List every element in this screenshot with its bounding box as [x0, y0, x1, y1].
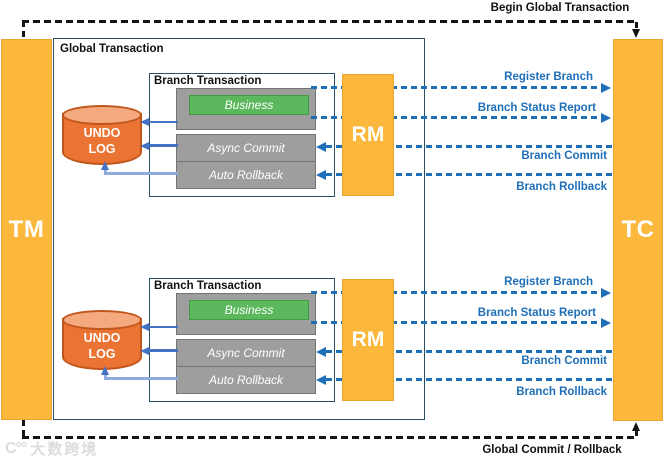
- register-branch-label: Register Branch: [504, 276, 593, 288]
- register-branch-arrowhead-icon: [601, 288, 611, 298]
- global-transaction-label: Global Transaction: [60, 43, 164, 55]
- rm-bar: RM: [342, 279, 394, 401]
- branch-rollback-label: Branch Rollback: [516, 386, 607, 398]
- top-flow-arrowhead-icon: [632, 29, 640, 38]
- register-branch-arrowhead-icon: [601, 83, 611, 93]
- top-flow-line-left: [22, 21, 25, 39]
- undo-log-cap: [62, 310, 142, 330]
- branch-rollback-label: Branch Rollback: [516, 181, 607, 193]
- register-branch-line: [311, 291, 602, 294]
- async-commit-box: Async Commit: [176, 134, 316, 162]
- register-branch-line: [311, 86, 602, 89]
- business-to-undolog-arrowhead-icon: [140, 323, 149, 331]
- global-transaction-box: [53, 38, 425, 420]
- begin-global-transaction-label: Begin Global Transaction: [490, 2, 630, 14]
- auto-rollback-box: Auto Rollback: [176, 161, 316, 189]
- branch-rollback-line: [326, 173, 612, 176]
- business-box: Business: [189, 95, 309, 115]
- branch-status-report-line: [311, 115, 602, 119]
- bottom-flow-line-right: [635, 430, 638, 438]
- branch-transaction-label: Branch Transaction: [154, 75, 262, 87]
- branch-rollback-line: [326, 378, 612, 381]
- bottom-flow-line-left: [22, 420, 25, 439]
- async-commit-box: Async Commit: [176, 339, 316, 367]
- branch-commit-line: [326, 350, 612, 353]
- top-flow-line-right: [635, 22, 638, 31]
- rm-bar: RM: [342, 74, 394, 196]
- branch-status-report-label: Branch Status Report: [477, 102, 596, 114]
- branch-status-report-label: Branch Status Report: [477, 307, 596, 319]
- business-to-undolog-arrowhead-icon: [140, 118, 149, 126]
- bottom-flow-line: [22, 436, 638, 439]
- autorollback-to-undolog-arrowhead-icon: [101, 366, 109, 375]
- branch-commit-label: Branch Commit: [521, 355, 607, 367]
- global-commit-rollback-label: Global Commit / Rollback: [482, 444, 622, 456]
- undo-log-label: UNDO LOG: [83, 331, 121, 361]
- undo-log-cylinder: UNDO LOG: [62, 310, 142, 370]
- branch-transaction-label: Branch Transaction: [154, 280, 262, 292]
- branch-transaction-box: [149, 73, 335, 197]
- autorollback-to-undolog-line-h: [104, 172, 178, 175]
- branch-status-report-arrowhead-icon: [601, 317, 611, 328]
- asynccommit-to-undolog-arrowhead-icon: [140, 141, 149, 150]
- autorollback-to-undolog-arrowhead-icon: [101, 161, 109, 170]
- branch-commit-arrowhead-icon: [316, 347, 326, 357]
- branch-status-report-line: [311, 320, 602, 324]
- tm-bar: TM: [1, 39, 52, 420]
- business-to-undolog-line: [147, 325, 178, 328]
- watermark-text: 大数跨境: [30, 441, 99, 458]
- branch-commit-arrowhead-icon: [316, 142, 326, 152]
- top-flow-line: [22, 20, 638, 23]
- tc-bar: TC: [613, 39, 663, 421]
- auto-rollback-box: Auto Rollback: [176, 366, 316, 394]
- asynccommit-to-undolog-line: [147, 349, 178, 352]
- business-box: Business: [189, 300, 309, 320]
- business-to-undolog-line: [147, 120, 178, 123]
- branch-status-report-arrowhead-icon: [601, 112, 611, 123]
- bottom-flow-arrowhead-icon: [632, 422, 640, 431]
- register-branch-label: Register Branch: [504, 71, 593, 83]
- asynccommit-to-undolog-line: [147, 144, 178, 147]
- asynccommit-to-undolog-arrowhead-icon: [140, 346, 149, 355]
- undo-log-label: UNDO LOG: [83, 126, 121, 156]
- autorollback-to-undolog-line-h: [104, 377, 178, 380]
- watermark-logo-icon: C°°: [5, 439, 27, 457]
- branch-transaction-box: [149, 278, 335, 402]
- watermark: C°° 大数跨境: [5, 438, 98, 459]
- branch-rollback-arrowhead-icon: [316, 375, 326, 385]
- branch-commit-line: [326, 145, 612, 148]
- branch-commit-label: Branch Commit: [521, 150, 607, 162]
- undo-log-cylinder: UNDO LOG: [62, 105, 142, 165]
- undo-log-cap: [62, 105, 142, 125]
- branch-rollback-arrowhead-icon: [316, 170, 326, 180]
